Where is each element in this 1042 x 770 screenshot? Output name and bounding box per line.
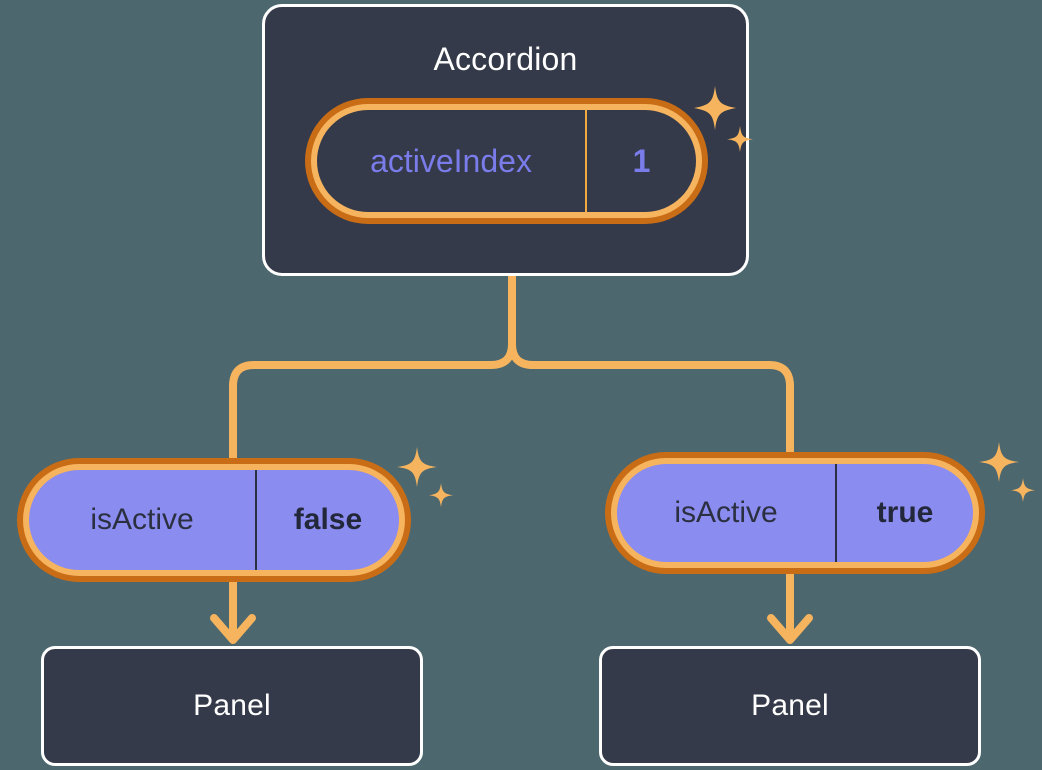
state-pill-is-active-true[interactable]: isActive true — [605, 452, 985, 574]
state-pill-ring: isActive true — [611, 458, 979, 568]
state-value-is-active-left: false — [293, 503, 363, 536]
component-title-panel-left: Panel — [193, 689, 271, 722]
component-card-panel-right[interactable]: Panel — [599, 646, 981, 766]
state-value-is-active-right: true — [876, 496, 934, 529]
state-pill-body: isActive true — [617, 464, 973, 562]
state-pill-ring: isActive false — [23, 464, 405, 576]
sparkle-icon — [397, 447, 437, 487]
state-pill-active-index[interactable]: activeIndex 1 — [305, 98, 708, 224]
connector-root-fork — [229, 272, 516, 462]
state-pill-ring: activeIndex 1 — [311, 104, 702, 218]
state-pill-body: isActive false — [29, 470, 399, 570]
state-pill-body: activeIndex 1 — [317, 110, 696, 212]
sparkle-icon — [429, 483, 453, 507]
state-pill-is-active-false[interactable]: isActive false — [17, 458, 411, 582]
sparkles-right — [979, 442, 1035, 502]
component-card-panel-left[interactable]: Panel — [41, 646, 423, 766]
component-title-accordion: Accordion — [433, 41, 578, 77]
state-key-is-active-right: isActive — [617, 464, 837, 562]
connector-right-arrow-head — [767, 614, 813, 644]
state-key-is-active-left: isActive — [29, 470, 257, 570]
connector-left-arrow-head — [210, 614, 256, 644]
state-value-active-index: 1 — [632, 143, 651, 179]
state-key-active-index: activeIndex — [317, 110, 587, 212]
sparkle-icon — [1011, 478, 1035, 502]
sparkle-icon — [979, 442, 1019, 482]
connector-root-fork-right — [508, 272, 794, 456]
component-title-panel-right: Panel — [751, 689, 829, 722]
